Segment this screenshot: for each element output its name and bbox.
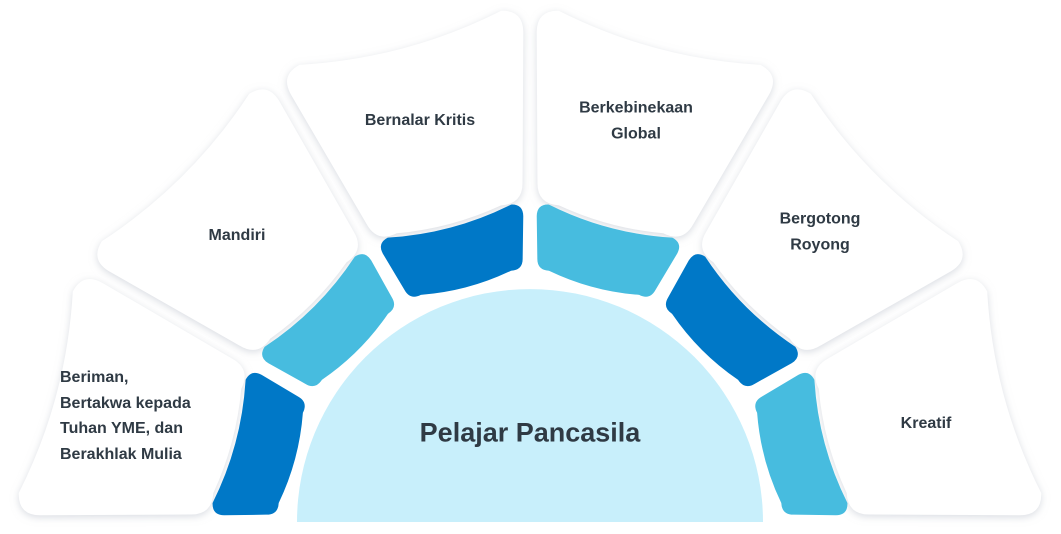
- center-title: Pelajar Pancasila: [419, 417, 641, 448]
- card-mandiri: [97, 89, 358, 350]
- label-bernalar: Bernalar Kritis: [365, 108, 475, 134]
- ring-segment-kreatif: [755, 372, 848, 516]
- label-line: Global: [611, 125, 661, 142]
- label-line: Mandiri: [208, 227, 266, 245]
- label-line: Tuhan YME, dan: [60, 420, 183, 437]
- card-beriman: [18, 279, 245, 516]
- label-kreatif: Kreatif: [901, 411, 952, 437]
- label-line: Berkebinekaan: [579, 99, 693, 117]
- ring-segment-mandiri: [262, 254, 395, 387]
- label-mandiri: Mandiri: [209, 223, 266, 249]
- ring-segment-bernalar: [380, 204, 524, 297]
- label-line: Beriman,: [60, 368, 129, 386]
- ring-segment-berkebinekaan: [536, 204, 680, 297]
- card-bergotong: [702, 89, 963, 350]
- label-line: Royong: [790, 236, 850, 253]
- label-line: Berakhlak Mulia: [60, 445, 182, 463]
- label-line: Bergotong: [779, 210, 861, 228]
- label-line: Bernalar Kritis: [364, 112, 476, 130]
- label-line: Bertakwa kepada: [60, 394, 191, 412]
- label-line: Kreatif: [900, 415, 952, 433]
- card-kreatif: [815, 279, 1042, 516]
- ring-segment-bergotong: [665, 254, 798, 387]
- center-half-disc: [297, 289, 763, 522]
- card-berkebinekaan: [536, 10, 773, 237]
- card-bernalar: [287, 10, 524, 237]
- ring-segment-beriman: [212, 372, 305, 516]
